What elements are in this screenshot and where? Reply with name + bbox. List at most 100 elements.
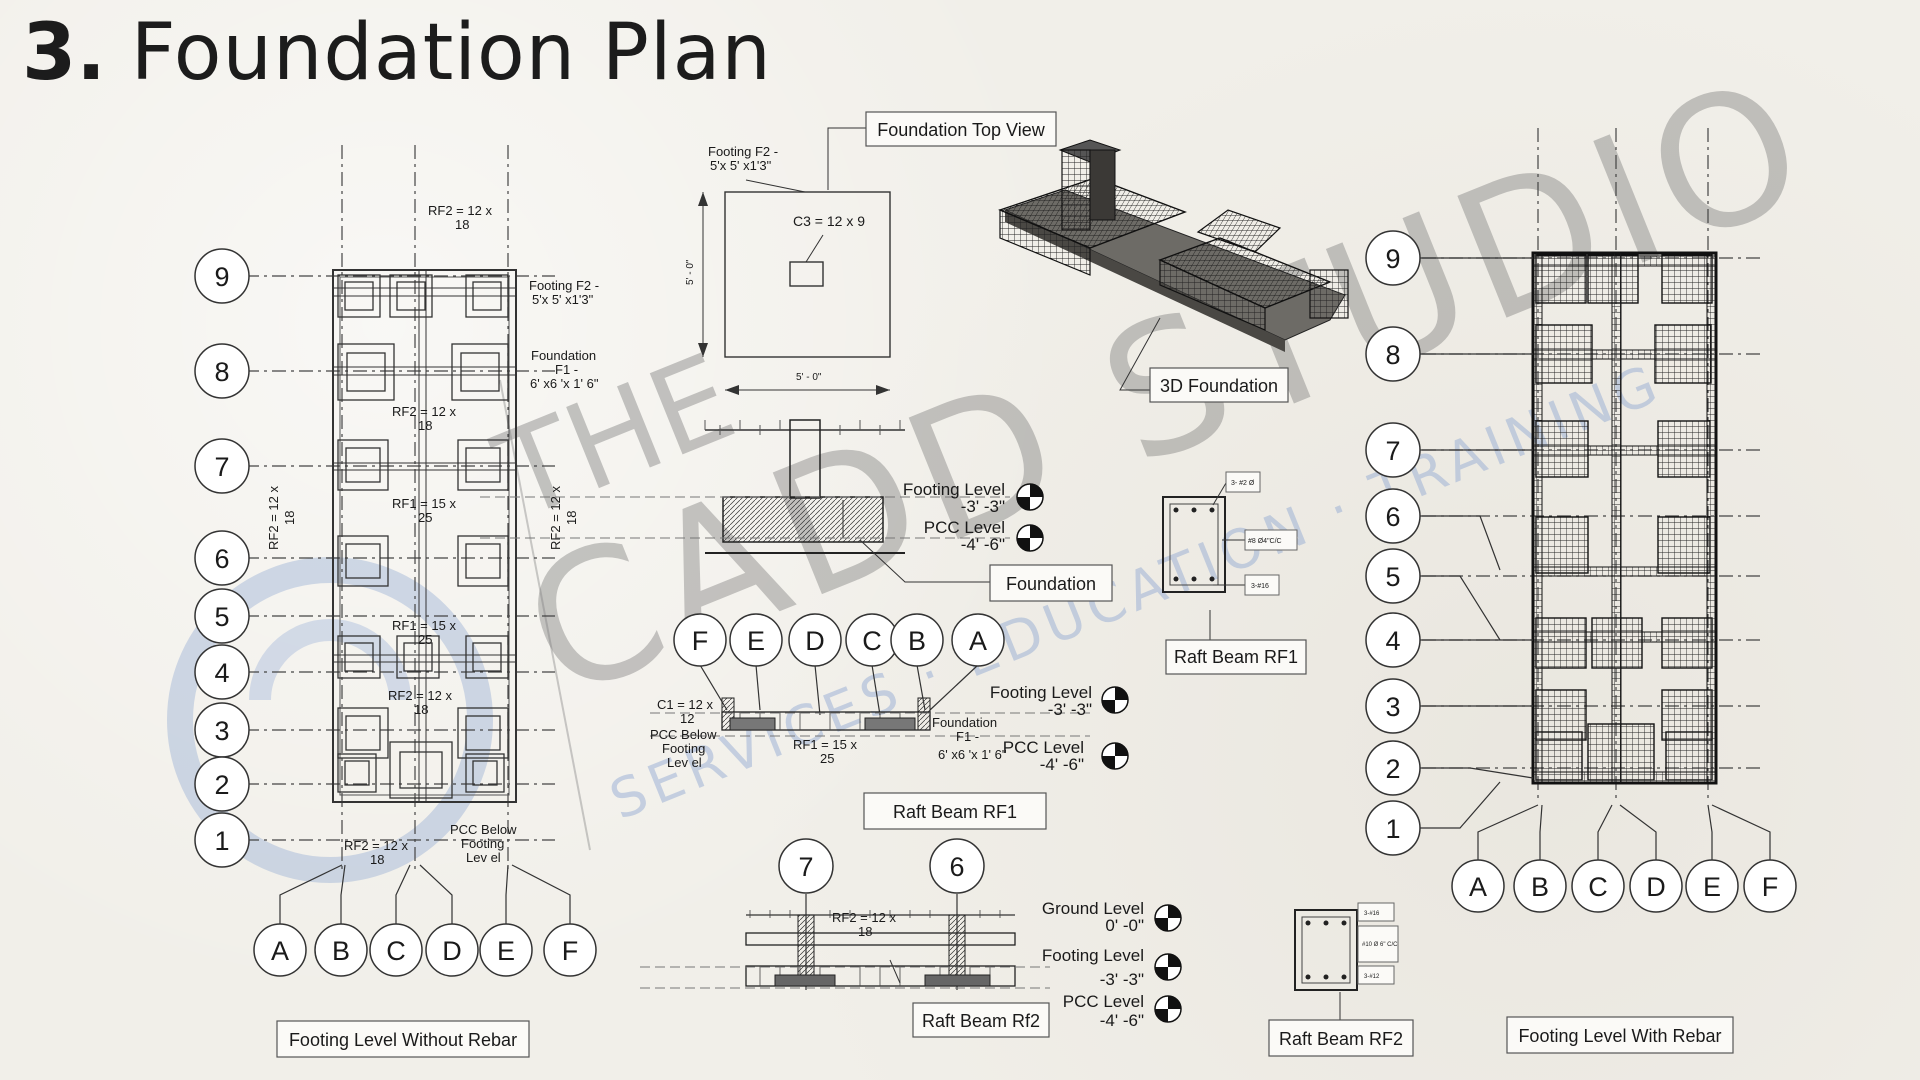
svg-text:RF2 = 12 x: RF2 = 12 x [344, 838, 408, 853]
svg-text:B: B [908, 626, 926, 656]
left-plan-caption: Footing Level Without Rebar [289, 1030, 517, 1050]
right-plan-caption-box [1506, 1016, 1734, 1054]
raft-beam-rf2-section: 7 6 Ground Level 0' -0" Footing Level -3… [640, 838, 1182, 1038]
top-view-footing [724, 191, 891, 358]
svg-text:C: C [862, 626, 882, 656]
rf2-section-caption: Raft Beam Rf2 [922, 1011, 1040, 1031]
svg-text:7: 7 [798, 852, 813, 882]
right-row-labels: 9 8 7 6 5 4 3 2 1 [1385, 244, 1400, 844]
rf2-section-grid-labels: 7 6 [798, 852, 964, 882]
svg-text:PCC Level: PCC Level [924, 518, 1005, 537]
svg-text:Foundation: Foundation [932, 715, 997, 730]
foundation-3d-caption: 3D Foundation [1160, 376, 1278, 396]
left-raft-outline [332, 269, 517, 803]
svg-text:18: 18 [564, 511, 579, 525]
svg-text:-4' -6": -4' -6" [961, 535, 1005, 554]
svg-text:-3' -3": -3' -3" [1100, 970, 1144, 989]
svg-text:#10 Ø 6" C/C: #10 Ø 6" C/C [1362, 942, 1398, 948]
left-row-4: 4 [214, 658, 229, 688]
svg-text:3- #2 Ø: 3- #2 Ø [1231, 480, 1255, 487]
right-col-b: B [1531, 872, 1549, 902]
rf2-section-levels: Ground Level 0' -0" Footing Level -3' -3… [1042, 899, 1144, 1030]
foundation-section-caption-box [989, 564, 1113, 602]
svg-text:Lev el: Lev el [466, 850, 501, 865]
svg-text:-4' -6": -4' -6" [1040, 755, 1084, 774]
top-view-column [789, 261, 824, 287]
svg-text:RF2 = 12 x: RF2 = 12 x [392, 404, 456, 419]
rf2-detail-caption: Raft Beam RF2 [1279, 1029, 1403, 1049]
svg-text:3-#12: 3-#12 [1364, 974, 1380, 980]
right-row-4: 4 [1385, 626, 1400, 656]
svg-text:RF2 = 12 x: RF2 = 12 x [428, 203, 492, 218]
svg-text:RF1 = 15 x: RF1 = 15 x [793, 737, 857, 752]
right-row-2: 2 [1385, 754, 1400, 784]
left-row-6: 6 [214, 544, 229, 574]
foundation-section-caption: Foundation [1006, 574, 1096, 594]
svg-text:-3' -3": -3' -3" [1048, 700, 1092, 719]
right-row-5: 5 [1385, 562, 1400, 592]
title-number: 3. [22, 8, 106, 98]
top-view-annotations: Footing F2 - 5'x 5' x1'3" C3 = 12 x 9 5'… [685, 144, 865, 383]
left-col-d: D [442, 936, 462, 966]
svg-text:RF1 = 15 x: RF1 = 15 x [392, 496, 456, 511]
right-plan-caption: Footing Level With Rebar [1518, 1026, 1721, 1046]
svg-text:3-#16: 3-#16 [1251, 583, 1269, 590]
top-view-caption: Foundation Top View [877, 120, 1045, 140]
svg-text:F1 -: F1 - [956, 729, 979, 744]
left-row-3: 3 [214, 716, 229, 746]
svg-text:F1 -: F1 - [555, 362, 578, 377]
svg-text:Footing F2 -: Footing F2 - [708, 144, 778, 159]
foundation-section-level-markers [1016, 483, 1044, 552]
right-row-3: 3 [1385, 692, 1400, 722]
left-beams [333, 270, 516, 802]
left-col-f: F [562, 936, 579, 966]
foundation-3d-column [1061, 149, 1091, 231]
svg-text:12: 12 [680, 711, 694, 726]
svg-text:18: 18 [455, 217, 469, 232]
svg-text:RF2 = 12 x: RF2 = 12 x [548, 486, 563, 550]
left-row-9: 9 [214, 262, 229, 292]
left-col-e: E [497, 936, 515, 966]
right-row-8: 8 [1385, 340, 1400, 370]
rf2-section-beam [745, 965, 1016, 987]
rf1-section-annotations: C1 = 12 x 12 PCC Below Footing Lev el RF… [650, 697, 1007, 770]
right-col-c: C [1588, 872, 1608, 902]
right-row-1: 1 [1385, 814, 1400, 844]
left-plan-caption-box [276, 1020, 530, 1058]
svg-text:25: 25 [418, 632, 432, 647]
foundation-3d: 3D Foundation [998, 139, 1349, 403]
left-col-b: B [332, 936, 350, 966]
rf1-detail-tags: 3- #2 Ø #8 Ø4"C/C 3-#16 [1231, 480, 1282, 590]
svg-text:PCC Level: PCC Level [1003, 738, 1084, 757]
top-view-caption-box [865, 111, 1057, 147]
left-row-8: 8 [214, 357, 229, 387]
svg-text:5' - 0": 5' - 0" [685, 259, 696, 285]
svg-text:Footing: Footing [461, 836, 504, 851]
svg-text:3-#16: 3-#16 [1364, 911, 1380, 917]
svg-text:-3' -3": -3' -3" [961, 497, 1005, 516]
rf2-detail-section [1294, 909, 1358, 991]
svg-text:25: 25 [820, 751, 834, 766]
right-row-7: 7 [1385, 436, 1400, 466]
svg-text:Footing Level: Footing Level [903, 480, 1005, 499]
watermark-logo-arc [249, 619, 411, 701]
rf2-section-beam-top [745, 932, 1016, 946]
svg-text:RF2 = 12 x: RF2 = 12 x [832, 910, 896, 925]
right-row-bubbles [1365, 230, 1421, 856]
raft-beam-rf1-detail: 3- #2 Ø #8 Ø4"C/C 3-#16 Raft Beam RF1 [1162, 471, 1307, 675]
rf1-detail-caption-box [1165, 639, 1307, 675]
rf1-section-beam [721, 711, 931, 731]
right-col-e: E [1703, 872, 1721, 902]
svg-text:6' x6 'x 1' 6": 6' x6 'x 1' 6" [530, 376, 599, 391]
right-col-f: F [1762, 872, 1779, 902]
svg-text:PCC Below: PCC Below [650, 727, 717, 742]
svg-text:RF2 = 12 x: RF2 = 12 x [266, 486, 281, 550]
svg-text:18: 18 [370, 852, 384, 867]
svg-text:RF2 = 12 x: RF2 = 12 x [388, 688, 452, 703]
rf1-section-grid-labels: F E D C B A [692, 626, 987, 656]
right-rebar-beams [1532, 252, 1717, 784]
rf2-section-annotations: RF2 = 12 x 18 [832, 910, 896, 939]
svg-text:PCC Level: PCC Level [1063, 992, 1144, 1011]
rf2-section-bubbles [778, 838, 985, 894]
